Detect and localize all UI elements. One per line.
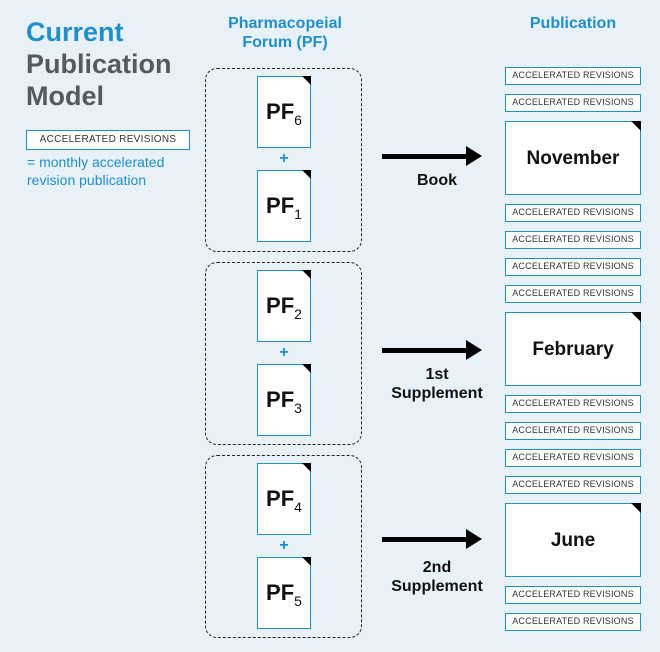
pf-prefix: PF xyxy=(266,486,295,511)
legend-description: = monthly accelerated revision publicati… xyxy=(27,154,165,188)
page-corner-icon xyxy=(302,463,311,472)
pf-number: 5 xyxy=(294,593,302,609)
publication-book-label: June xyxy=(550,530,596,551)
pf-number: 3 xyxy=(294,400,302,416)
accelerated-revisions-box: ACCELERATED REVISIONS xyxy=(505,231,641,249)
pf-prefix: PF xyxy=(266,387,295,412)
title-publication: Publication xyxy=(26,49,172,79)
page-corner-icon xyxy=(302,270,311,279)
pf-group-2 xyxy=(205,262,362,445)
pf-prefix: PF xyxy=(266,580,295,605)
accelerated-revisions-box: ACCELERATED REVISIONS xyxy=(505,67,641,85)
pf-document-2: PF2 xyxy=(257,270,311,342)
column-header-pf: Pharmacopeial Forum (PF) xyxy=(228,15,342,51)
pf-number: 1 xyxy=(294,206,302,222)
pf-document-3: PF3 xyxy=(257,364,311,436)
accelerated-revisions-box: ACCELERATED REVISIONS xyxy=(505,422,641,440)
publication-book-february: February xyxy=(505,312,641,386)
pf-document-4: PF4 xyxy=(257,463,311,535)
accelerated-revisions-box: ACCELERATED REVISIONS xyxy=(505,285,641,303)
pf-document-5: PF5 xyxy=(257,557,311,629)
title-current: Current xyxy=(26,17,124,47)
publication-book-june: June xyxy=(505,503,641,577)
pf-document-1: PF1 xyxy=(257,170,311,242)
pf-prefix: PF xyxy=(266,99,295,124)
arrow-label-2nd-supplement: 2nd Supplement xyxy=(391,559,483,595)
pf-group-1 xyxy=(205,68,362,252)
page-corner-icon xyxy=(302,557,311,566)
publication-book-november: November xyxy=(505,121,641,195)
page-corner-icon xyxy=(631,121,641,131)
accelerated-revisions-box: ACCELERATED REVISIONS xyxy=(505,258,641,276)
plus-sign: + xyxy=(279,344,289,361)
page-corner-icon xyxy=(302,76,311,85)
accelerated-revisions-box: ACCELERATED REVISIONS xyxy=(505,586,641,604)
accelerated-revisions-box: ACCELERATED REVISIONS xyxy=(505,613,641,631)
pf-number: 4 xyxy=(294,499,302,515)
arrow-head-icon xyxy=(466,146,482,166)
publication-book-label: November xyxy=(526,148,620,169)
accelerated-revisions-box: ACCELERATED REVISIONS xyxy=(505,476,641,494)
pf-prefix: PF xyxy=(266,193,295,218)
column-header-publication: Publication xyxy=(529,15,617,32)
plus-sign: + xyxy=(279,150,289,167)
publication-book-label: February xyxy=(532,339,614,360)
arrow-label-book: Book xyxy=(417,172,457,189)
pf-number: 2 xyxy=(294,306,302,322)
accelerated-revisions-box: ACCELERATED REVISIONS xyxy=(505,395,641,413)
page-corner-icon xyxy=(302,170,311,179)
arrow-right-icon xyxy=(382,537,470,542)
page-corner-icon xyxy=(631,503,641,513)
arrow-head-icon xyxy=(466,340,482,360)
plus-sign: + xyxy=(279,537,289,554)
pf-document-6: PF6 xyxy=(257,76,311,148)
pf-number: 6 xyxy=(294,112,302,128)
page-corner-icon xyxy=(302,364,311,373)
arrow-right-icon xyxy=(382,154,470,159)
accelerated-revisions-box: ACCELERATED REVISIONS xyxy=(505,94,641,112)
arrow-right-icon xyxy=(382,348,470,353)
legend-accelerated-revisions-box: ACCELERATED REVISIONS xyxy=(26,130,190,150)
arrow-head-icon xyxy=(466,529,482,549)
arrow-label-1st-supplement: 1st Supplement xyxy=(391,366,483,402)
pf-group-3 xyxy=(205,455,362,638)
page-corner-icon xyxy=(631,312,641,322)
accelerated-revisions-box: ACCELERATED REVISIONS xyxy=(505,204,641,222)
pf-prefix: PF xyxy=(266,293,295,318)
title-model: Model xyxy=(26,81,104,111)
accelerated-revisions-box: ACCELERATED REVISIONS xyxy=(505,449,641,467)
